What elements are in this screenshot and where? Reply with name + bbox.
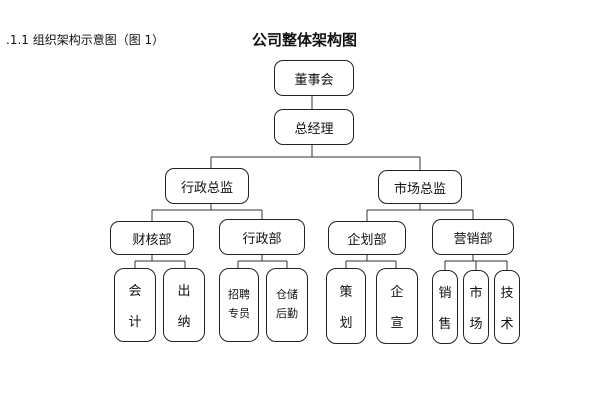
node-market-director-label: 市场总监 bbox=[393, 181, 446, 197]
node-logistics-line-2: 后勤 bbox=[276, 307, 298, 320]
node-admin-director: 行政总监 bbox=[165, 168, 249, 204]
node-tech: 技 术 bbox=[494, 270, 520, 344]
node-board: 董事会 bbox=[274, 60, 354, 96]
node-finance-dept: 财核部 bbox=[110, 221, 194, 255]
node-tech-char-2: 术 bbox=[500, 316, 514, 332]
node-tech-char-1: 技 bbox=[500, 286, 514, 302]
node-general-manager: 总经理 bbox=[274, 109, 354, 145]
node-sales-dept-label: 营销部 bbox=[453, 231, 493, 247]
node-market-char-1: 市 bbox=[469, 286, 483, 302]
node-sales-char-2: 售 bbox=[438, 316, 452, 332]
diagram-title: 公司整体架构图 bbox=[252, 31, 358, 49]
node-enterprise-promo: 企 宣 bbox=[376, 268, 418, 344]
node-recruiter-line-2: 专员 bbox=[228, 307, 250, 320]
node-board-label: 董事会 bbox=[294, 72, 334, 88]
figure-caption: .1.1 组织架构示意图（图 1） bbox=[6, 33, 165, 47]
node-finance-dept-label: 财核部 bbox=[132, 232, 172, 248]
node-market-char-2: 场 bbox=[469, 316, 483, 332]
node-strategy-char-2: 划 bbox=[339, 316, 353, 331]
node-admin-dept: 行政部 bbox=[219, 219, 305, 255]
node-cashier-char-2: 纳 bbox=[177, 314, 191, 330]
node-logistics: 仓储 后勤 bbox=[266, 268, 308, 342]
node-cashier: 出 纳 bbox=[163, 268, 205, 342]
node-planning-dept: 企划部 bbox=[328, 221, 406, 255]
node-sales-dept: 营销部 bbox=[432, 219, 514, 255]
node-accounting-char-2: 计 bbox=[128, 314, 142, 330]
node-logistics-line-1: 仓储 bbox=[276, 288, 298, 302]
node-general-manager-label: 总经理 bbox=[294, 121, 334, 137]
node-admin-dept-label: 行政部 bbox=[242, 231, 282, 247]
node-cashier-char-1: 出 bbox=[177, 284, 191, 300]
node-market-director: 市场总监 bbox=[378, 170, 462, 204]
node-market: 市 场 bbox=[463, 270, 489, 344]
node-accounting: 会 计 bbox=[114, 268, 156, 342]
node-recruiter-line-1: 招聘 bbox=[228, 288, 250, 302]
node-strategy: 策 划 bbox=[326, 268, 366, 344]
node-recruiter: 招聘 专员 bbox=[219, 268, 259, 342]
node-planning-dept-label: 企划部 bbox=[347, 232, 387, 248]
node-enterprise-promo-char-1: 企 bbox=[390, 285, 404, 300]
node-strategy-char-1: 策 bbox=[339, 285, 353, 300]
node-admin-director-label: 行政总监 bbox=[180, 180, 233, 196]
node-accounting-char-1: 会 bbox=[128, 284, 142, 300]
node-enterprise-promo-char-2: 宣 bbox=[390, 316, 404, 331]
node-sales-char-1: 销 bbox=[438, 286, 452, 302]
node-sales: 销 售 bbox=[432, 270, 458, 344]
